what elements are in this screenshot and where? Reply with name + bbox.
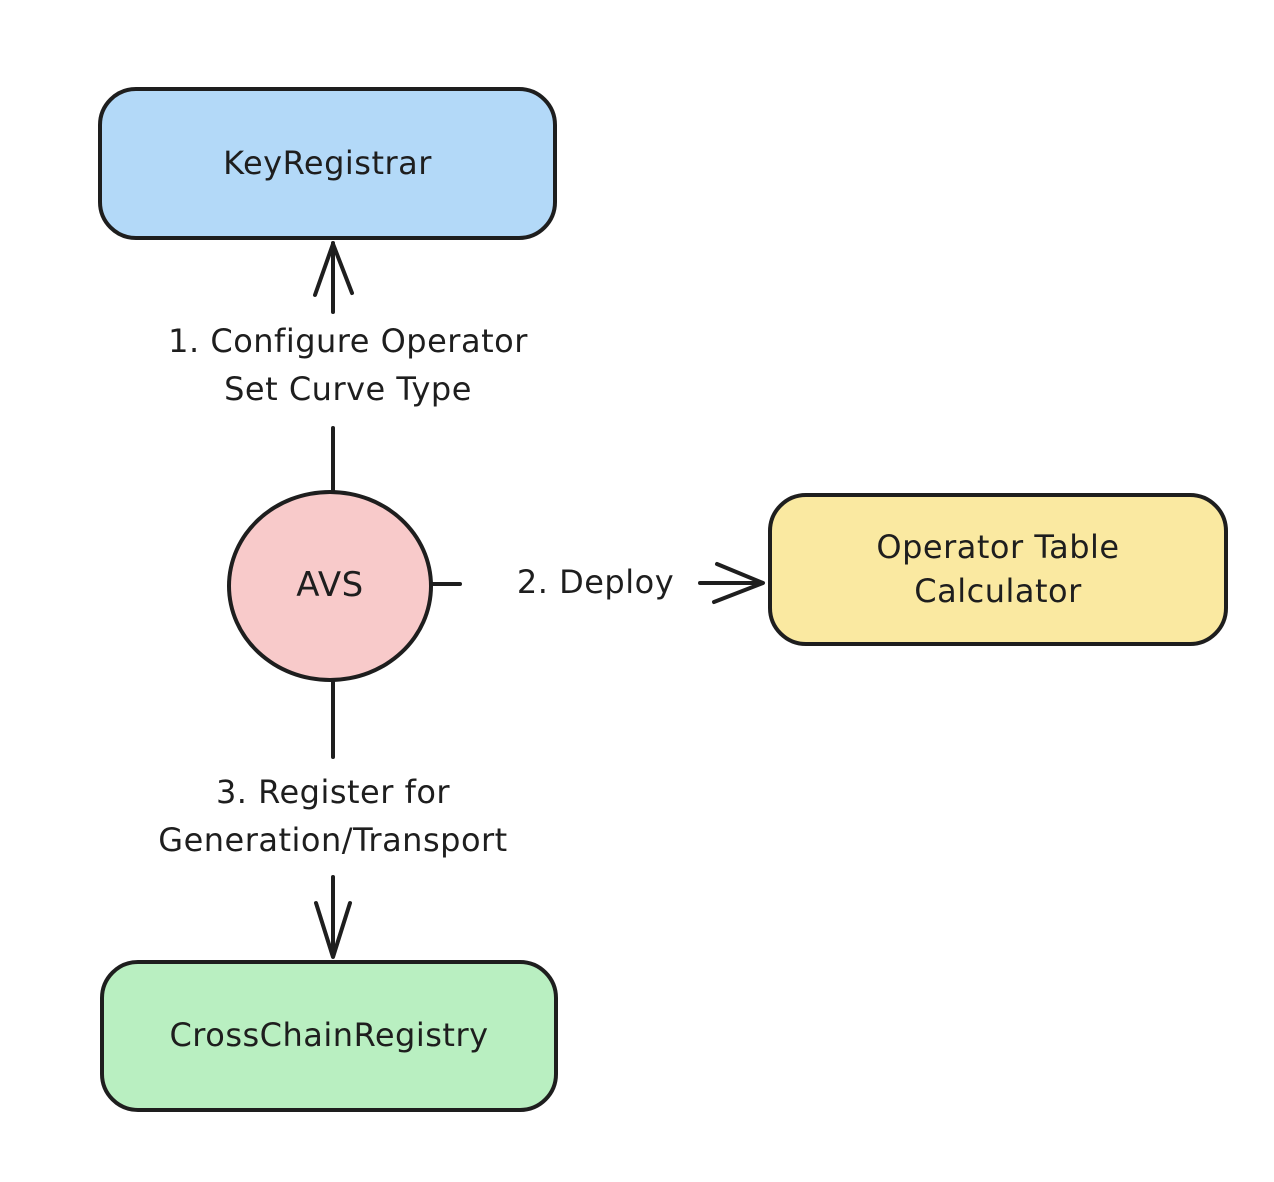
arrowhead-right-icon	[712, 562, 765, 604]
node-operator-table-calculator-label-line2: Calculator	[914, 571, 1082, 610]
node-key-registrar-label: KeyRegistrar	[223, 143, 432, 182]
node-operator-table-calculator: Operator Table Calculator	[768, 493, 1228, 646]
edge-label-deploy: 2. Deploy	[498, 560, 693, 604]
node-key-registrar: KeyRegistrar	[98, 87, 557, 240]
edge-label-2-text: 2. Deploy	[516, 563, 675, 601]
node-avs: AVS	[227, 490, 433, 682]
edge-label-configure-operator-set-curve-type: 1. Configure Operator Set Curve Type	[103, 317, 593, 413]
edge-label-1-line2: Set Curve Type	[224, 370, 472, 408]
edge-label-register-for-generation-transport: 3. Register for Generation/Transport	[88, 768, 578, 864]
node-operator-table-calculator-label-line1: Operator Table	[876, 528, 1120, 567]
node-avs-label: AVS	[296, 565, 364, 606]
edge-label-3-line1: 3. Register for	[215, 773, 451, 811]
edge-label-3-line2: Generation/Transport	[158, 821, 508, 859]
node-cross-chain-registry: CrossChainRegistry	[100, 960, 558, 1112]
arrowhead-up-icon	[313, 242, 354, 297]
arrowhead-down-icon	[314, 901, 352, 959]
node-cross-chain-registry-label: CrossChainRegistry	[169, 1016, 489, 1055]
edge-label-1-line1: 1. Configure Operator	[168, 322, 528, 360]
